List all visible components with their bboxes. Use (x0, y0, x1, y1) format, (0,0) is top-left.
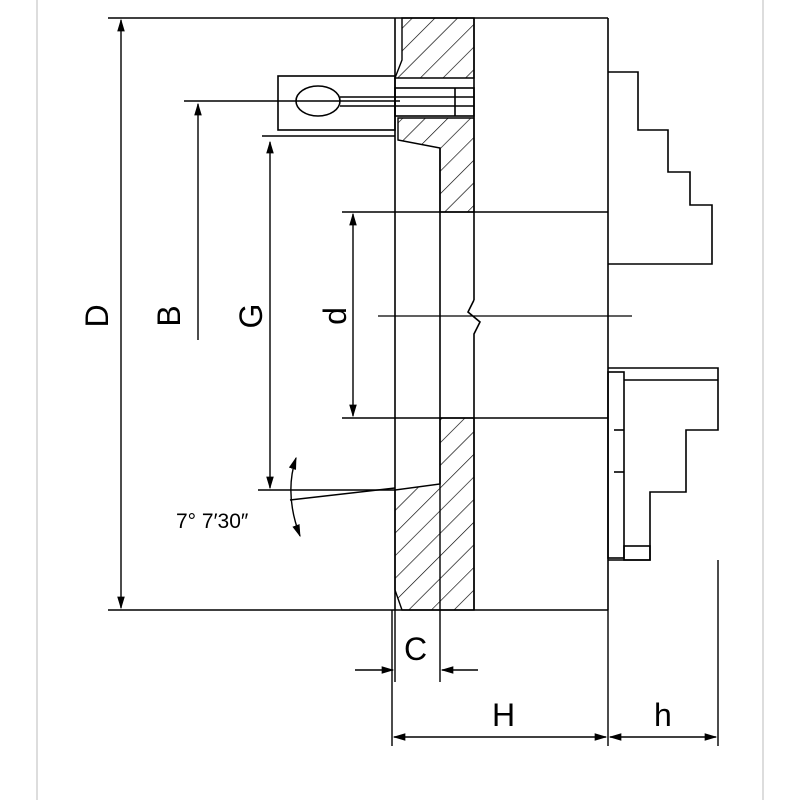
label-B: B (151, 305, 187, 326)
label-H: H (492, 697, 515, 733)
label-h: h (654, 697, 672, 733)
label-G: G (233, 304, 269, 329)
upper-jaw (608, 71, 713, 265)
label-D: D (79, 304, 115, 327)
label-C: C (404, 631, 427, 667)
hatch-lower (394, 417, 475, 611)
lower-jaw (607, 367, 719, 561)
dimension-lines (117, 18, 719, 746)
hatched-sections (393, 17, 475, 611)
hatch-upper-left (393, 17, 475, 79)
label-angle: 7° 7′30″ (176, 510, 249, 533)
label-d: d (317, 307, 353, 325)
hatch-upper-middle (397, 117, 475, 213)
